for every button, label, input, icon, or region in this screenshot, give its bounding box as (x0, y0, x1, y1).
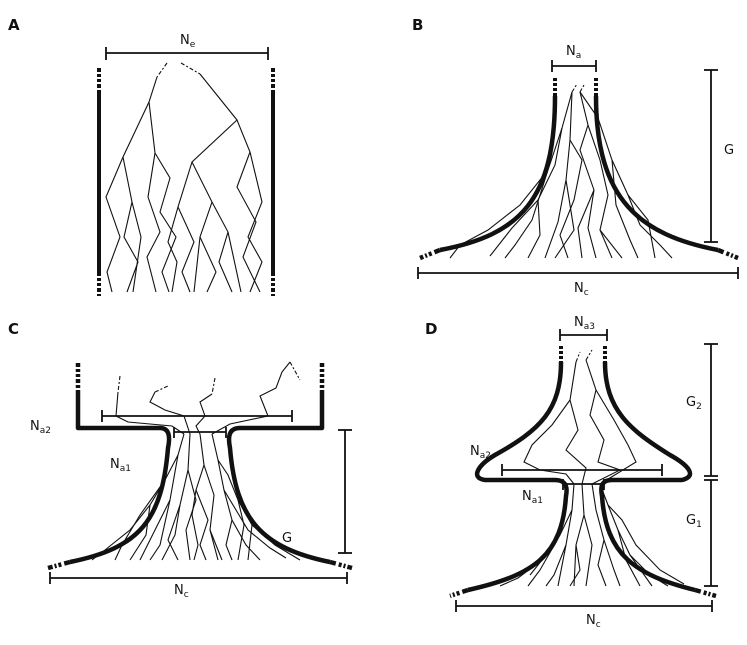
panel-c: C Na2 Na1 G N (8, 320, 353, 600)
nc-label: Nc (574, 281, 589, 298)
panel-d-letter: D (425, 320, 437, 338)
na-scale-bar (551, 60, 597, 72)
na3-label: Na3 (574, 315, 595, 332)
population-walls (97, 68, 275, 296)
g1-label: G1 (686, 513, 702, 530)
lineage-tree (105, 62, 263, 293)
panel-b-letter: B (412, 16, 423, 34)
nc-scale-bar (49, 572, 348, 584)
g-scale-bar (704, 69, 718, 243)
na2-label: Na2 (30, 419, 51, 436)
lineage-tree (499, 349, 685, 587)
panel-c-letter: C (8, 320, 19, 338)
na3-scale-bar (559, 329, 608, 341)
g-scale-bars (704, 343, 718, 587)
ne-label: Ne (180, 33, 196, 50)
nc-scale-bar (455, 600, 713, 612)
ne-scale-bar (105, 47, 269, 60)
g-label: G (724, 143, 734, 158)
panel-d: D Na3 (425, 315, 718, 630)
na1-label: Na1 (522, 489, 543, 506)
panel-b: B Na G Nc (412, 16, 739, 298)
nc-label: Nc (174, 583, 189, 600)
na2-label: Na2 (470, 444, 491, 461)
lineage-tree (449, 83, 673, 259)
g-scale-bar (338, 429, 352, 554)
g2-label: G2 (686, 395, 702, 412)
panel-a-letter: A (8, 16, 20, 34)
na-label: Na (566, 44, 581, 61)
nc-scale-bar (417, 267, 739, 279)
lineage-tree (91, 361, 301, 561)
ancestral-bars (101, 410, 293, 438)
population-walls (449, 346, 717, 599)
ancestral-bars (501, 464, 663, 490)
na1-label: Na1 (110, 457, 131, 474)
population-walls (419, 78, 739, 261)
nc-label: Nc (586, 613, 601, 630)
g-label: G (282, 531, 292, 546)
population-walls (47, 363, 353, 571)
panel-a: A Ne (8, 16, 275, 296)
